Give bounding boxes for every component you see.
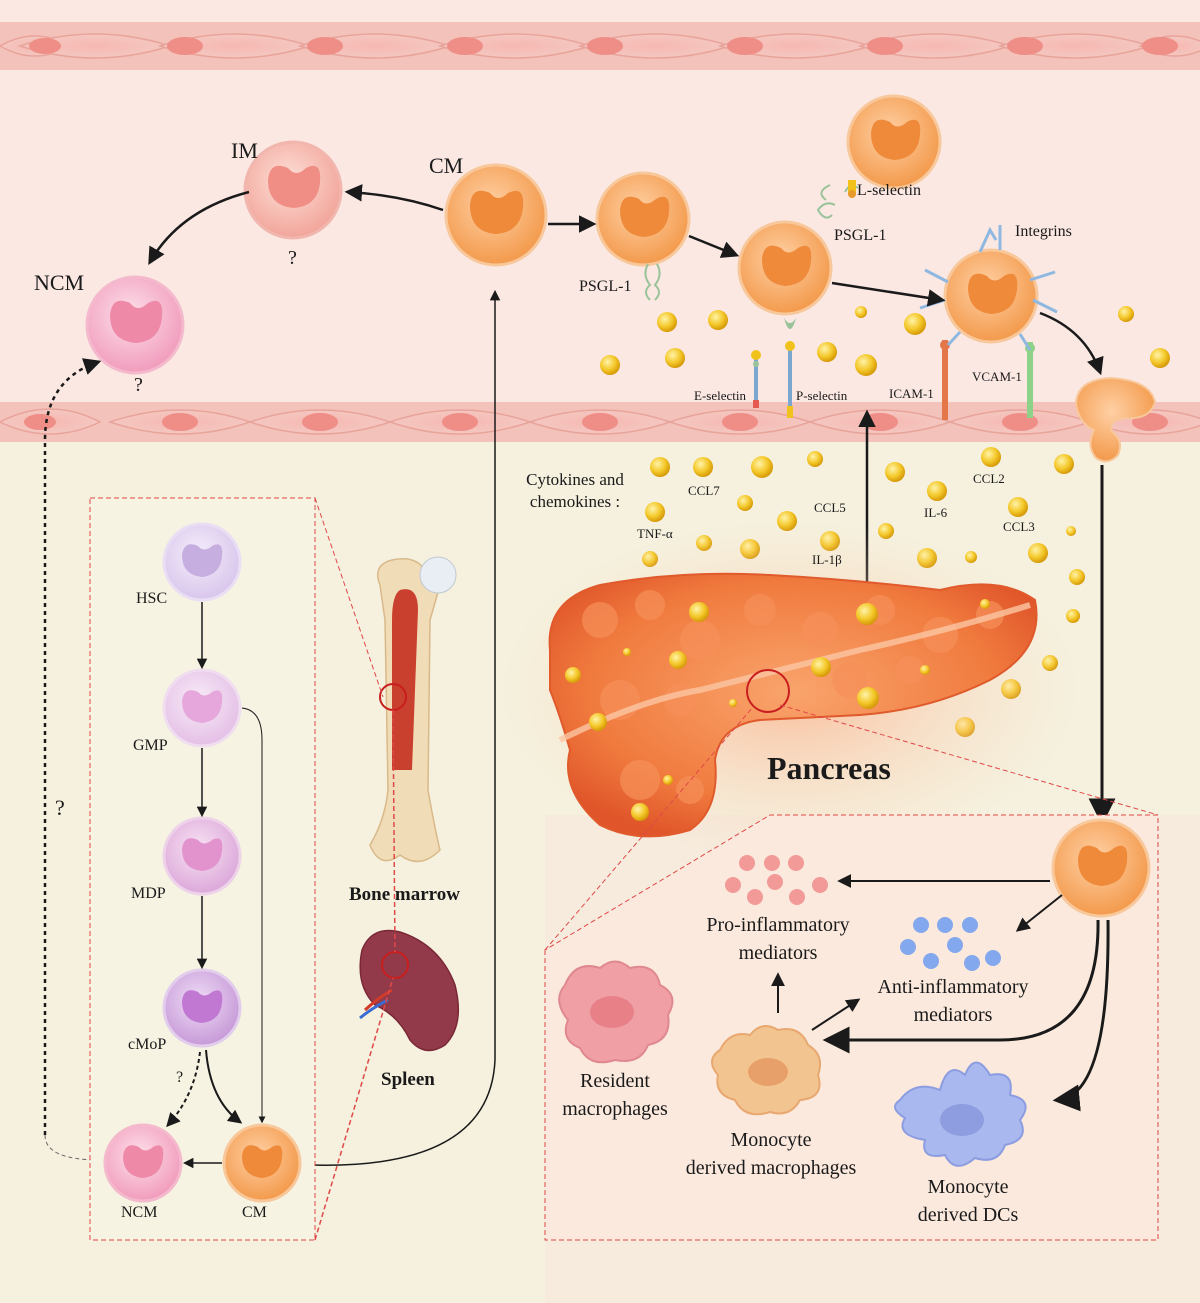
l-selectin-label: L-selectin <box>857 182 921 199</box>
cm-label-marrow: CM <box>242 1204 267 1221</box>
mdp-cell <box>162 816 242 896</box>
modc-label-line1: Monocyte <box>927 1176 1009 1198</box>
transmigrating-monocyte <box>1074 376 1157 463</box>
e-selectin-label: E-selectin <box>694 388 746 403</box>
tnf-alpha-label: TNF-α <box>637 526 673 541</box>
gmp-label: GMP <box>133 737 168 754</box>
ncm-label-vessel: NCM <box>34 270 85 295</box>
ccl3-label: CCL3 <box>1003 519 1035 534</box>
adhering-monocyte <box>943 248 1039 344</box>
tethering-monocyte <box>846 94 942 190</box>
ncm-question-mark: ? <box>134 374 143 396</box>
vcam1-label: VCAM-1 <box>972 369 1022 384</box>
anti-inflammatory-label-line1: Anti-inflammatory <box>877 976 1029 998</box>
tissue-monocyte <box>1051 818 1151 918</box>
psgl1-label-left: PSGL-1 <box>579 278 632 295</box>
pro-inflammatory-dots <box>725 855 828 905</box>
spleen-label: Spleen <box>381 1069 435 1090</box>
il6-label: IL-6 <box>924 505 948 520</box>
im-cell <box>243 140 343 240</box>
femur-bone <box>369 556 457 863</box>
modm-label-line2: derived macrophages <box>685 1157 857 1179</box>
modm-label-line1: Monocyte <box>730 1129 812 1151</box>
ccl5-label: CCL5 <box>814 500 846 515</box>
cmop-cell <box>162 968 242 1048</box>
im-label: IM <box>231 138 258 163</box>
bone-marrow-label: Bone marrow <box>349 884 460 905</box>
p-selectin-label: P-selectin <box>796 388 848 403</box>
monocyte-derived-dc <box>894 1061 1027 1167</box>
monocyte-derived-macrophage <box>711 1025 821 1116</box>
pancreas-organ <box>500 520 1080 860</box>
endothelium-top <box>0 22 1200 70</box>
pro-inflammatory-label-line2: mediators <box>738 942 818 964</box>
pro-inflammatory-label-line1: Pro-inflammatory <box>706 914 850 936</box>
resident-macrophages-label-line1: Resident <box>580 1070 650 1092</box>
ncm-cell-marrow <box>103 1123 183 1203</box>
resident-macrophage <box>558 960 674 1064</box>
rolling-monocyte-1 <box>595 171 691 267</box>
hsc-cell <box>162 522 242 602</box>
psgl1-receptor-left <box>644 263 661 301</box>
integrins-label: Integrins <box>1015 223 1072 240</box>
e-selectin-receptor <box>751 350 761 408</box>
anti-inflammatory-label-line2: mediators <box>913 1004 993 1026</box>
gmp-cell <box>162 668 242 748</box>
cmop-label: cMoP <box>128 1036 167 1053</box>
ccl7-label: CCL7 <box>688 483 720 498</box>
p-selectin-receptor <box>784 318 796 418</box>
vessel-arrows <box>43 184 1116 1166</box>
rolling-monocyte-2 <box>737 220 833 316</box>
im-question-mark: ? <box>288 247 297 269</box>
cytokines-heading-line1: Cytokines and <box>526 470 624 489</box>
psgl1-label-right: PSGL-1 <box>834 227 887 244</box>
recirculation-question-mark: ? <box>55 795 65 820</box>
icam1-label: ICAM-1 <box>889 386 934 401</box>
pancreas-label: Pancreas <box>767 750 891 786</box>
ccl2-label: CCL2 <box>973 471 1005 486</box>
cytokines-heading-line2: chemokines : <box>529 492 621 511</box>
icam1-receptor <box>940 340 950 420</box>
l-selectin-receptor <box>848 180 856 198</box>
il1b-label: IL-1β <box>812 552 842 567</box>
resident-macrophages-label-line2: macrophages <box>562 1098 668 1120</box>
endothelium-bottom <box>0 402 1200 442</box>
marrow-arrows <box>166 602 266 1169</box>
tissue-arrows <box>771 874 1110 1112</box>
cm-label-vessel: CM <box>429 153 464 178</box>
ncm-cell-vessel <box>85 275 185 375</box>
marrow-question-mark: ? <box>176 1069 184 1086</box>
mdp-label: MDP <box>131 885 166 902</box>
modc-label-line2: derived DCs <box>917 1204 1019 1226</box>
ncm-label-marrow: NCM <box>121 1204 158 1221</box>
cm-cell-vessel <box>444 163 548 267</box>
cm-cell-marrow <box>222 1123 302 1203</box>
spleen-organ <box>359 929 460 1052</box>
hsc-label: HSC <box>136 590 168 607</box>
anti-inflammatory-dots <box>900 917 1001 971</box>
